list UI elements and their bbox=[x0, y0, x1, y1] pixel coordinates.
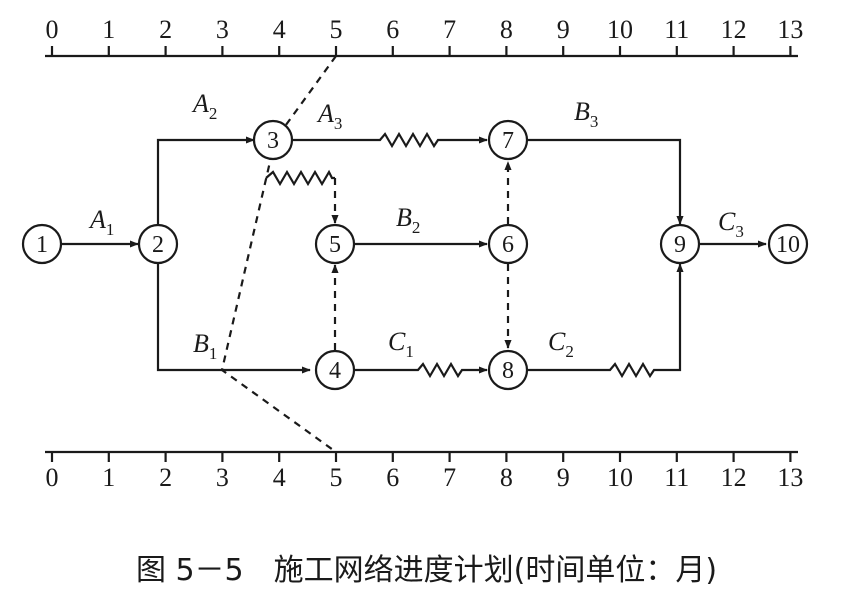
dummy-3-5-wave bbox=[265, 169, 335, 187]
arrow-a2 bbox=[156, 136, 255, 225]
scale-top-label: 5 bbox=[330, 15, 343, 44]
scale-top-label: 11 bbox=[664, 15, 689, 44]
arrow-b1 bbox=[156, 263, 311, 374]
activity-label-c2: C2 bbox=[548, 327, 574, 361]
nodes: 1 2 3 4 5 6 7 8 9 10 bbox=[21, 119, 809, 391]
scale-top-label: 9 bbox=[557, 15, 570, 44]
node-1-label: 1 bbox=[36, 232, 48, 258]
activity-label-c3: C3 bbox=[718, 207, 744, 241]
scale-top-label: 1 bbox=[102, 15, 115, 44]
scale-top-label: 8 bbox=[500, 15, 513, 44]
node-5-circle bbox=[314, 223, 356, 265]
scale-top-label: 2 bbox=[159, 15, 172, 44]
arrow-c2 bbox=[528, 263, 684, 379]
scale-bottom-label: 5 bbox=[330, 463, 343, 492]
scale-bottom-label: 1 bbox=[102, 463, 115, 492]
node-7-label: 7 bbox=[502, 128, 514, 154]
node-9-label: 9 bbox=[674, 232, 686, 258]
node-3-circle bbox=[252, 119, 294, 161]
scale-bottom-label: 2 bbox=[159, 463, 172, 492]
check-line bbox=[220, 55, 337, 453]
node-9-circle bbox=[659, 223, 701, 265]
scale-bottom-label: 4 bbox=[273, 463, 286, 492]
scale-bottom-label: 3 bbox=[216, 463, 229, 492]
scale-bottom-label: 8 bbox=[500, 463, 513, 492]
scale-top-label: 0 bbox=[46, 15, 59, 44]
scale-top-label: 3 bbox=[216, 15, 229, 44]
activity-label-a2: A2 bbox=[191, 89, 217, 123]
node-10-circle bbox=[767, 223, 809, 265]
scale-top-label: 6 bbox=[386, 15, 399, 44]
activity-label-b3: B3 bbox=[574, 97, 598, 131]
scale-bottom-label: 6 bbox=[386, 463, 399, 492]
scale-bottom-label: 13 bbox=[777, 463, 803, 492]
activity-label-b2: B2 bbox=[396, 203, 420, 237]
node-10-label: 10 bbox=[776, 232, 800, 258]
node-4-label: 4 bbox=[329, 358, 341, 384]
scale-top-label: 7 bbox=[443, 15, 456, 44]
node-7-circle bbox=[487, 119, 529, 161]
arrow-a3 bbox=[293, 131, 488, 149]
node-2-circle bbox=[137, 223, 179, 265]
scale-top-label: 10 bbox=[607, 15, 633, 44]
scale-bottom-label: 7 bbox=[443, 463, 456, 492]
scale-bottom-label: 0 bbox=[46, 463, 59, 492]
node-6-label: 6 bbox=[502, 232, 514, 258]
node-2-label: 2 bbox=[152, 232, 164, 258]
node-4-circle bbox=[314, 349, 356, 391]
arrow-c1 bbox=[355, 361, 488, 379]
activity-label-a1: A1 bbox=[88, 205, 114, 239]
node-8-circle bbox=[487, 349, 529, 391]
scale-bottom-label: 11 bbox=[664, 463, 689, 492]
scale-top-label: 4 bbox=[273, 15, 286, 44]
scale-top-label: 13 bbox=[777, 15, 803, 44]
figure-caption: 图 5－5 施工网络进度计划(时间单位：月) bbox=[135, 553, 718, 588]
scale-top-label: 12 bbox=[721, 15, 747, 44]
scale-bottom-label: 10 bbox=[607, 463, 633, 492]
arrow-b3 bbox=[528, 138, 684, 225]
activity-label-b1: B1 bbox=[193, 329, 217, 363]
activity-label-a3: A3 bbox=[316, 99, 342, 133]
node-1-circle bbox=[21, 223, 63, 265]
activity-label-c1: C1 bbox=[388, 327, 414, 361]
node-3-label: 3 bbox=[267, 128, 279, 154]
activity-arrows bbox=[62, 131, 767, 379]
node-6-circle bbox=[487, 223, 529, 265]
dummy-activities bbox=[265, 161, 512, 350]
node-5-label: 5 bbox=[329, 232, 341, 258]
scale-bottom-label: 9 bbox=[557, 463, 570, 492]
scale-bottom-label: 12 bbox=[721, 463, 747, 492]
node-8-label: 8 bbox=[502, 358, 514, 384]
